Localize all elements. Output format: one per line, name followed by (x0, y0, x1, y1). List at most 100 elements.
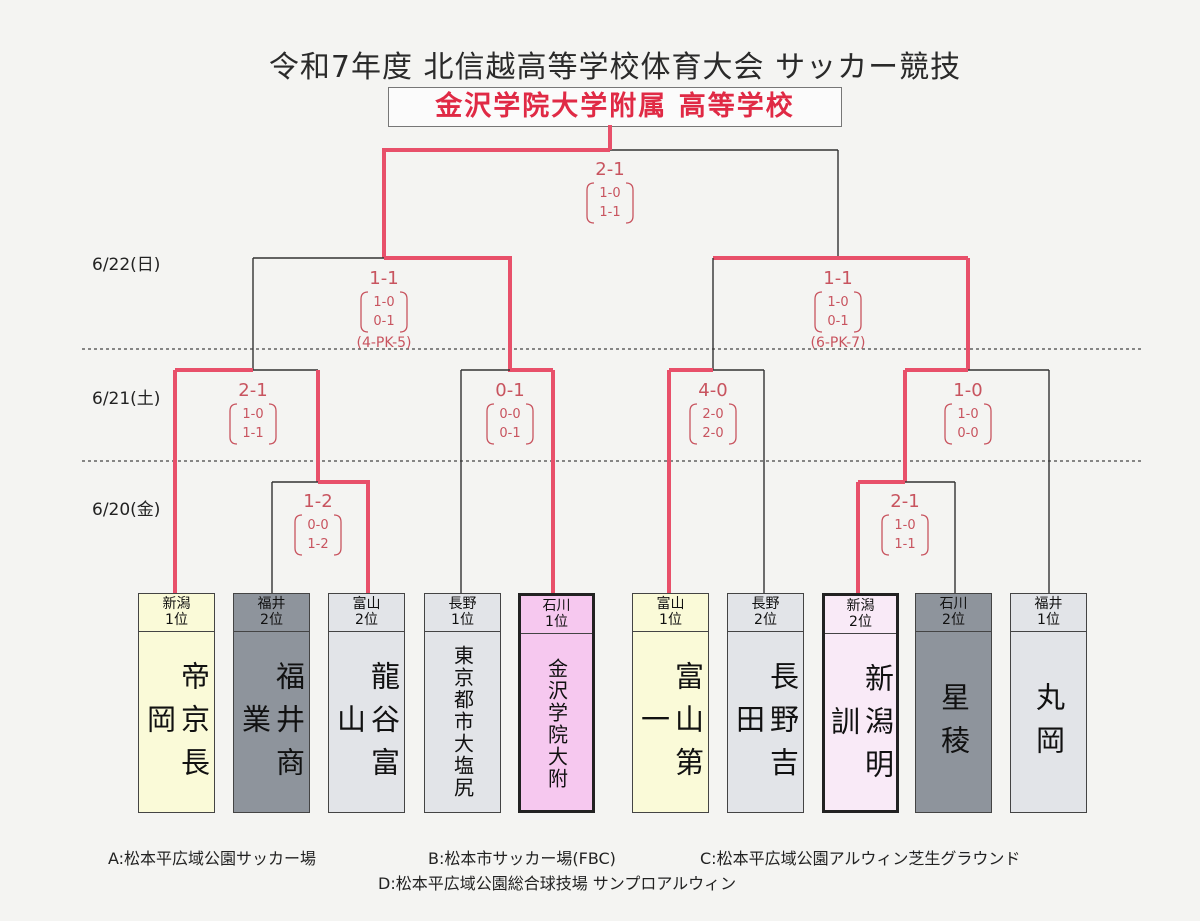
score-bracket-right (920, 514, 929, 556)
score-half: 0-0 (499, 407, 520, 422)
winner-path (384, 256, 553, 372)
score-bg (296, 491, 340, 509)
score-main: 1-0 (953, 380, 982, 401)
score-bracket-left (814, 291, 823, 333)
score-half: 2-0 (702, 426, 723, 441)
score-half: 1-2 (307, 537, 328, 552)
team-prefecture: 長野 (751, 596, 780, 612)
venue-c: C:松本平広域公園アルウィン芝生グラウンド (700, 849, 1021, 868)
team-rank: 2位 (329, 612, 404, 632)
score-main: 2-1 (890, 491, 919, 512)
team-rank: 1位 (521, 614, 592, 634)
team-prefecture: 新潟 (162, 596, 191, 612)
score-bg (488, 380, 532, 398)
date-label-day1: 6/20(金) (92, 500, 161, 520)
score-main: 0-1 (495, 380, 524, 401)
score-bracket-left (486, 403, 495, 445)
team-prefecture: 長野 (448, 596, 477, 612)
date-label-day2: 6/21(土) (92, 389, 161, 409)
team-prefecture: 富山 (352, 596, 381, 612)
team-name: 福井商業 (237, 660, 306, 790)
team-prefecture: 石川 (939, 596, 968, 612)
score-bracket-right (853, 291, 862, 333)
team-prefecture: 石川 (542, 598, 571, 614)
team-name: 帝京長岡 (142, 660, 211, 790)
team-name: 東京都市大塩尻 (450, 645, 475, 799)
score-main: 1-1 (369, 268, 398, 289)
score-pk: (4-PK-5) (357, 335, 412, 351)
score-bracket-left (294, 514, 303, 556)
score-bracket-left (689, 403, 698, 445)
team-rank: 1位 (1011, 612, 1086, 632)
score-half: 1-0 (242, 407, 263, 422)
score-half: 0-1 (373, 314, 394, 329)
team-rank: 1位 (425, 612, 500, 632)
team-name: 丸岡 (1031, 682, 1066, 768)
score-half: 1-0 (827, 295, 848, 310)
score-half: 0-1 (499, 426, 520, 441)
score-bg (883, 491, 927, 509)
team-prefecture: 新潟 (846, 598, 875, 614)
score-bg (946, 380, 990, 398)
score-half: 1-0 (373, 295, 394, 310)
team-name: 新潟明訓 (826, 662, 895, 792)
score-labels: 2-1 1-0 1-1 1-1 1-0 0-1 (4-PK-5) 1-1 1-0 0-1 (6-PK… (229, 159, 992, 556)
score-main: 1-1 (823, 268, 852, 289)
score-main: 4-0 (698, 380, 727, 401)
score-half: 1-1 (894, 537, 915, 552)
score-half: 1-1 (599, 205, 620, 220)
score-bg (588, 159, 632, 177)
score-main: 1-2 (303, 491, 332, 512)
team-rank: 2位 (825, 614, 896, 634)
team-name: 富山第一 (636, 660, 705, 790)
team-name: 龍谷富山 (332, 660, 401, 790)
score-half: 1-0 (599, 186, 620, 201)
score-bracket-right (268, 403, 277, 445)
bracket-connectors (82, 125, 1142, 593)
team-name: 金沢学院大附 (544, 658, 569, 790)
venue-a: A:松本平広域公園サッカー場 (108, 849, 317, 868)
winner-banner: 金沢学院大学附属 高等学校 (388, 87, 842, 127)
team-name: 長野吉田 (731, 660, 800, 790)
score-bracket-left (586, 182, 595, 224)
team-prefecture: 富山 (656, 596, 685, 612)
score-bracket-right (728, 403, 737, 445)
page-title: 令和7年度 北信越高等学校体育大会 サッカー競技 (268, 50, 962, 85)
team-rank: 2位 (728, 612, 803, 632)
score-bracket-right (399, 291, 408, 333)
score-bg (362, 268, 406, 286)
score-pk: (6-PK-7) (811, 335, 866, 351)
score-bracket-right (625, 182, 634, 224)
score-bracket-left (881, 514, 890, 556)
score-half: 1-0 (894, 518, 915, 533)
score-half: 0-1 (827, 314, 848, 329)
score-main: 2-1 (595, 159, 624, 180)
date-label-final: 6/22(日) (92, 255, 161, 275)
team-rank: 1位 (633, 612, 708, 632)
score-bracket-right (983, 403, 992, 445)
score-half: 1-0 (957, 407, 978, 422)
score-half: 2-0 (702, 407, 723, 422)
team-prefecture: 福井 (1034, 596, 1063, 612)
score-bracket-right (525, 403, 534, 445)
score-bg (691, 380, 735, 398)
venue-d: D:松本平広域公園総合球技場 サンプロアルウィン (378, 874, 737, 893)
winner-path (318, 480, 370, 593)
team-rank: 2位 (916, 612, 991, 632)
score-bracket-right (333, 514, 342, 556)
score-half: 0-0 (307, 518, 328, 533)
score-bracket-left (360, 291, 369, 333)
venue-b: B:松本市サッカー場(FBC) (428, 849, 616, 868)
score-bracket-left (944, 403, 953, 445)
